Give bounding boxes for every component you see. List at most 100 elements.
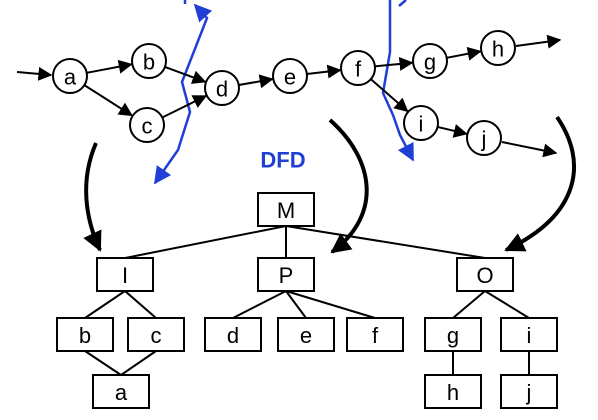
dfd-node-circle: [272, 58, 308, 94]
dfd-node-circle: [466, 120, 502, 156]
module-box: [96, 257, 154, 292]
connection-c-a: [120, 350, 157, 376]
dfd-node-label: c: [142, 114, 153, 139]
connection-P-d: [232, 290, 287, 319]
dfd-node-b: b: [131, 43, 167, 79]
dfd-node-circle: [403, 105, 439, 141]
dfd-process-nodes: a b c d e f g h i j: [52, 30, 516, 156]
dfd-node-circle: [480, 30, 516, 66]
dfd-flow-d-e: [238, 74, 274, 89]
afferent-to-input-arrow: [83, 142, 102, 252]
module-M: M: [257, 192, 315, 227]
dfd-output-flow-j: [501, 141, 558, 158]
module-label: e: [300, 323, 312, 348]
efferent-to-output-arrow: [504, 115, 577, 252]
dfd-flow-g-h: [446, 46, 482, 61]
dfd-flow-a-b: [86, 59, 133, 74]
dfd-node-d: d: [204, 70, 240, 106]
dfd-flow-a-c: [83, 84, 133, 117]
module-box: [92, 374, 150, 409]
connection-O-g: [452, 290, 486, 319]
connection-P-f: [285, 290, 376, 319]
dfd-node-h: h: [480, 30, 516, 66]
module-box: [257, 192, 315, 227]
module-box: [127, 317, 185, 352]
module-box: [456, 257, 514, 292]
module-box: [424, 317, 482, 352]
dfd-node-circle: [52, 58, 88, 94]
module-i2: i: [500, 317, 558, 352]
module-g2: g: [424, 317, 482, 352]
dfd-flow-f-g: [374, 56, 414, 71]
connection-M-I: [124, 225, 287, 259]
efferent-boundary-line: [381, 0, 415, 162]
connection-b-a: [84, 350, 122, 376]
connection-P-e: [285, 290, 307, 319]
dfd-node-circle: [131, 43, 167, 79]
dfd-flow-b-d: [164, 65, 207, 84]
dfd-output-flow-h: [515, 34, 562, 49]
dfd-node-label: h: [492, 37, 504, 62]
dfd-node-f: f: [340, 50, 376, 86]
dfd-input-flow: [16, 66, 53, 81]
dfd-node-label: i: [419, 112, 424, 137]
dfd-node-circle: [129, 107, 165, 143]
module-b2: b: [56, 317, 114, 352]
transform-to-process-arrow: [328, 118, 369, 254]
dfd-node-circle: [340, 50, 376, 86]
dfd-node-i: i: [403, 105, 439, 141]
module-h2: h: [424, 374, 482, 409]
module-box: [346, 317, 404, 352]
dfd-node-label: j: [481, 127, 487, 152]
module-label: i: [527, 323, 532, 348]
module-label: h: [447, 380, 459, 405]
module-label: P: [279, 263, 294, 288]
module-box: [277, 317, 335, 352]
partition-boundaries: [153, 0, 415, 185]
efferent-boundary-stub: [398, 0, 407, 7]
connection-I-b: [84, 290, 126, 319]
dfd-flow-c-d: [161, 95, 208, 119]
dfd-node-c: c: [129, 107, 165, 143]
module-f2: f: [346, 317, 404, 352]
module-box: [257, 257, 315, 292]
dfd-label: DFD: [260, 148, 305, 173]
dfd-flow-i-j: [437, 124, 468, 138]
module-box: [500, 317, 558, 352]
dfd-flow-f-i: [370, 78, 409, 113]
dfd-node-a: a: [52, 58, 88, 94]
module-d2: d: [204, 317, 262, 352]
module-label: j: [526, 380, 532, 405]
connection-M-O: [285, 225, 486, 259]
module-e2: e: [277, 317, 335, 352]
module-label: b: [79, 323, 91, 348]
structure-chart-modules: M I P Ob c a d e f g i h j: [56, 192, 558, 409]
module-label: I: [122, 263, 128, 288]
module-c2: c: [127, 317, 185, 352]
module-a2: a: [92, 374, 150, 409]
module-label: f: [372, 323, 379, 348]
dfd-node-circle: [204, 70, 240, 106]
dfd-node-label: e: [284, 65, 296, 90]
dfd-node-g: g: [412, 43, 448, 79]
module-box: [500, 374, 558, 409]
module-label: a: [115, 380, 128, 405]
dfd-flows: [16, 34, 562, 158]
module-label: M: [277, 198, 295, 223]
module-label: O: [476, 263, 493, 288]
module-label: d: [227, 323, 239, 348]
module-box: [424, 374, 482, 409]
dfd-node-label: a: [64, 65, 77, 90]
connection-I-c: [124, 290, 157, 319]
dfd-node-label: b: [143, 50, 155, 75]
transformation-arrows: [83, 115, 577, 254]
module-box: [56, 317, 114, 352]
structure-chart-connections: [84, 225, 530, 376]
dfd-node-label: g: [424, 50, 436, 75]
module-label: g: [447, 323, 459, 348]
module-P: P: [257, 257, 315, 292]
module-O: O: [456, 257, 514, 292]
dfd-node-label: f: [355, 57, 362, 82]
dfd-node-e: e: [272, 58, 308, 94]
